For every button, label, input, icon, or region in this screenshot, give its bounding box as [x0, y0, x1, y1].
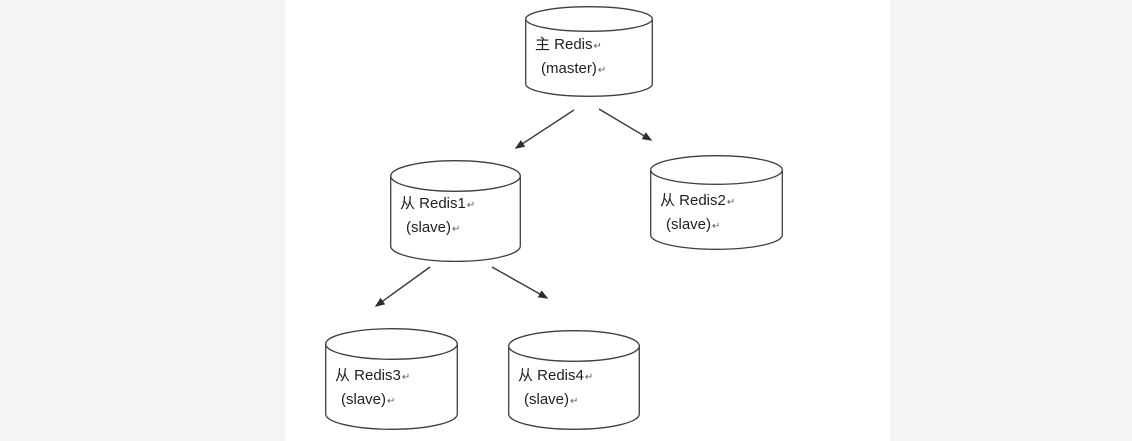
cylinder-shape — [508, 330, 640, 430]
paragraph-return-mark: ↵ — [387, 396, 396, 407]
node-label-line1: 主 Redis — [535, 36, 593, 53]
node-slave-redis1: 从 Redis1↵ (slave)↵ — [390, 160, 521, 262]
paragraph-return-mark: ↵ — [726, 197, 736, 208]
node-label-line1: 从 Redis2 — [660, 192, 726, 209]
paragraph-return-mark: ↵ — [593, 41, 602, 52]
arrow-master-to-slave1 — [514, 109, 575, 149]
node-label-line2: (slave) — [341, 391, 387, 408]
node-label-line1: 从 Redis3 — [335, 367, 401, 384]
node-slave-redis3: 从 Redis3↵ (slave)↵ — [325, 328, 458, 430]
node-master-redis: 主 Redis↵ (master)↵ — [525, 6, 653, 97]
cylinder-shape — [390, 160, 521, 262]
node-label-line2: (slave) — [406, 219, 452, 236]
node-label-line2: (slave) — [666, 216, 712, 233]
node-slave-redis4: 从 Redis4↵ (slave)↵ — [508, 330, 640, 430]
cylinder-shape — [650, 155, 783, 250]
arrow-slave1-to-slave4 — [491, 266, 549, 299]
node-label-line1: 从 Redis1 — [400, 195, 466, 212]
node-label: 从 Redis1↵ (slave)↵ — [400, 193, 517, 241]
canvas-margin-right — [890, 0, 1132, 441]
paragraph-return-mark: ↵ — [712, 221, 721, 232]
cylinder-shape — [325, 328, 458, 430]
paragraph-return-mark: ↵ — [584, 372, 594, 383]
node-slave-redis2: 从 Redis2↵ (slave)↵ — [650, 155, 783, 250]
paragraph-return-mark: ↵ — [570, 396, 579, 407]
paragraph-return-mark: ↵ — [597, 65, 607, 76]
paragraph-return-mark: ↵ — [401, 372, 411, 383]
node-label: 从 Redis4↵ (slave)↵ — [518, 365, 636, 413]
cylinder-shape — [525, 6, 653, 97]
node-label: 从 Redis2↵ (slave)↵ — [660, 190, 779, 238]
node-label-line2: (slave) — [524, 391, 570, 408]
node-label: 从 Redis3↵ (slave)↵ — [335, 365, 454, 413]
document-canvas: 主 Redis↵ (master)↵ 从 Redis1↵ (slave)↵ 从 … — [285, 0, 890, 441]
node-label: 主 Redis↵ (master)↵ — [535, 34, 649, 82]
node-label-line1: 从 Redis4 — [518, 367, 584, 384]
paragraph-return-mark: ↵ — [452, 224, 461, 235]
arrow-master-to-slave2 — [598, 108, 653, 141]
arrow-slave1-to-slave3 — [374, 266, 431, 307]
node-label-line2: (master) — [541, 60, 597, 77]
canvas-margin-left — [0, 0, 285, 441]
paragraph-return-mark: ↵ — [466, 200, 476, 211]
